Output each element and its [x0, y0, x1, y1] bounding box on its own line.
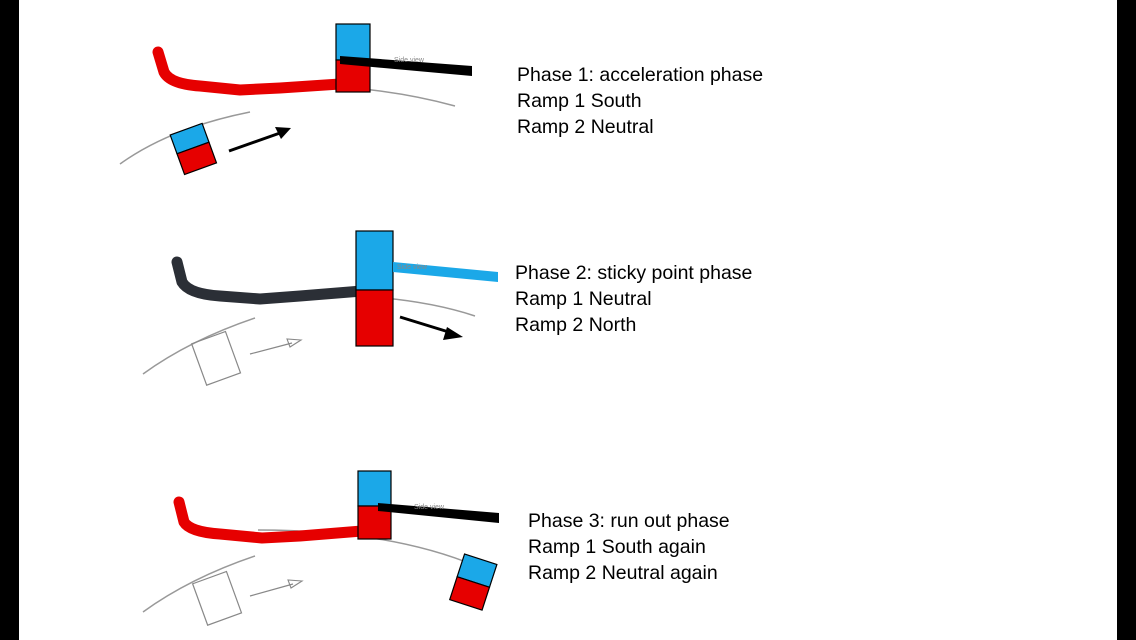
phase-3-ramp-1: Ramp 1 South again: [528, 536, 706, 558]
phase-1-motion-arrow: [228, 131, 281, 153]
phase-3-rotor-south: [448, 576, 491, 611]
phase-1-side-view-label: Side view: [394, 57, 425, 64]
phase-1-magnet-north: [335, 23, 371, 61]
phase-2-arrow-head: [443, 327, 463, 340]
phase-1-stator-arm: [340, 56, 472, 76]
phase-2-stator-arm: [393, 262, 498, 282]
phase-1-ramp: [152, 46, 346, 96]
phase-3-inner-arc: [142, 555, 256, 613]
phase-2-title: Phase 2: sticky point phase: [515, 262, 753, 284]
phase-2-ramp: [171, 256, 368, 305]
phase-1-title: Phase 1: acceleration phase: [517, 64, 764, 86]
phase-1-ramp-1: Ramp 1 South: [517, 90, 642, 112]
phase-2-ramp-2: Ramp 2 North: [515, 314, 637, 336]
phase-3-title: Phase 3: run out phase: [528, 510, 730, 532]
phase-3-rotor-magnet: [448, 553, 498, 611]
phase-1-arrow-head: [275, 127, 291, 139]
phase-1-diagram: Side view: [119, 23, 472, 176]
phase-3-ramp-2: Ramp 2 Neutral again: [528, 562, 718, 584]
phase-2-ghost-rotor: [190, 330, 242, 386]
phase-2-magnet-south: [355, 289, 394, 347]
phase-2-motion-arrow: [399, 315, 453, 335]
phase-2-caption: Phase 2: sticky point phase Ramp 1 Neutr…: [515, 260, 752, 338]
phase-3-side-view-label: Side view: [414, 504, 445, 511]
phase-2-ramp-1: Ramp 1 Neutral: [515, 288, 652, 310]
phase-1-rotor-magnet: [169, 122, 218, 176]
phase-2-ghost-arrow-head: [286, 338, 303, 348]
phase-1-rotor-south: [176, 141, 218, 176]
phase-3-magnet-north: [357, 470, 392, 507]
phase-3-diagram: Side view: [142, 470, 499, 626]
phase-3-ghost-rotor: [191, 570, 243, 626]
phase-1-ramp-2: Ramp 2 Neutral: [517, 116, 654, 138]
phase-2-diagram: Side view: [142, 230, 498, 386]
phase-1-caption: Phase 1: acceleration phase Ramp 1 South…: [517, 62, 763, 140]
phase-3-stator-arm: [378, 503, 499, 523]
phase-3-ramp: [173, 496, 368, 544]
phase-3-ghost-arrow-head: [287, 579, 304, 589]
phase-2-ghost-arrow: [249, 342, 293, 355]
phase-3-caption: Phase 3: run out phase Ramp 1 South agai…: [528, 508, 730, 586]
phase-3-ghost-arrow: [249, 583, 294, 597]
phase-2-magnet-north: [355, 230, 394, 291]
phase-2-side-view-label: Side view: [397, 264, 428, 271]
